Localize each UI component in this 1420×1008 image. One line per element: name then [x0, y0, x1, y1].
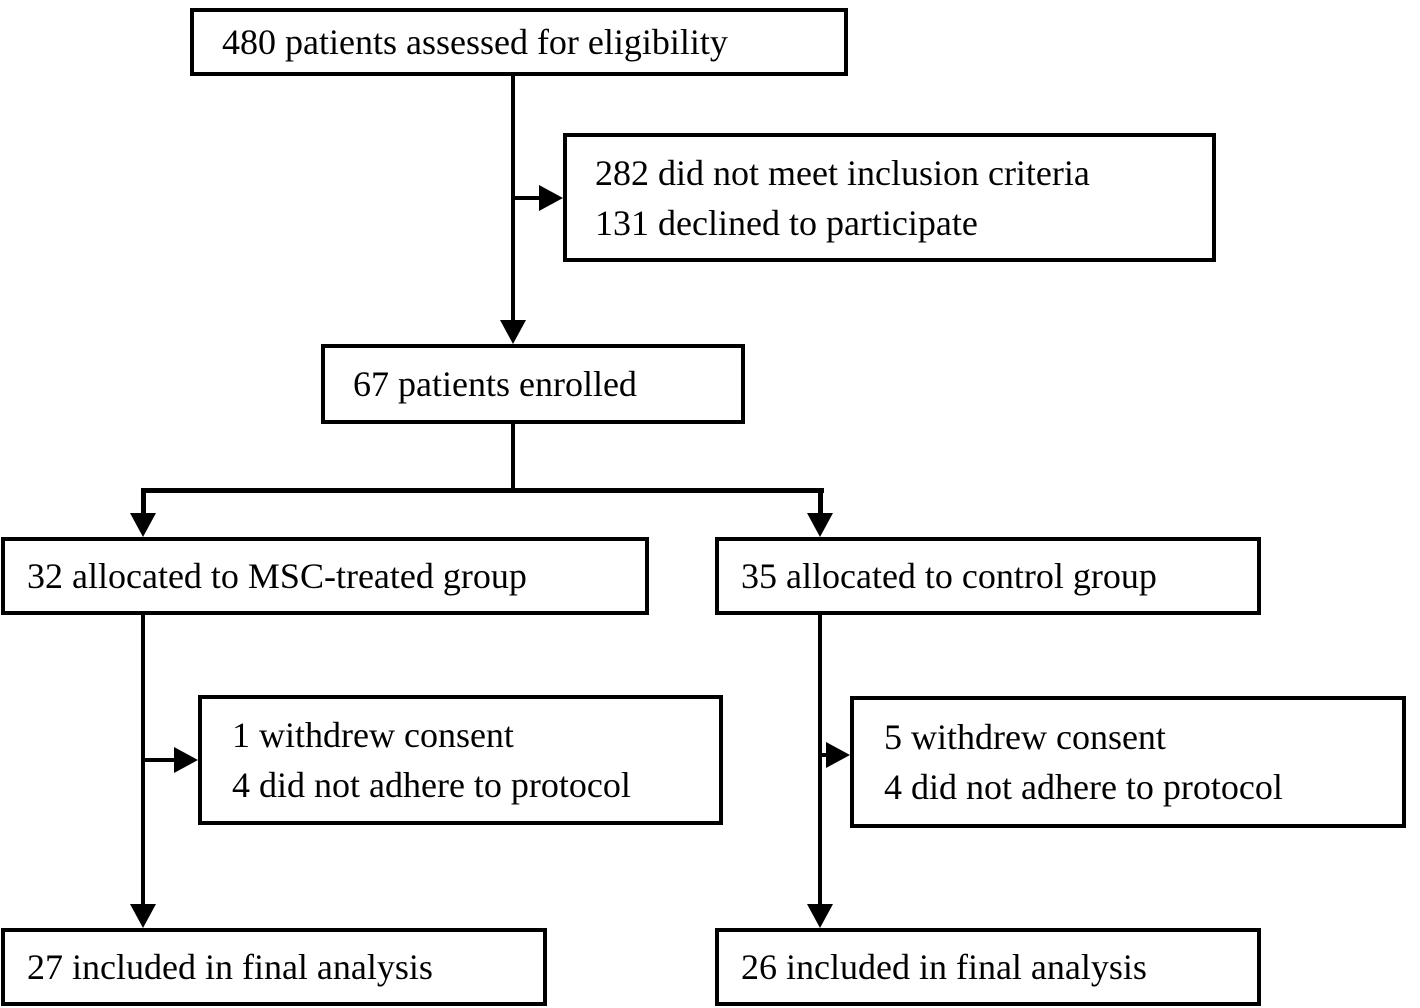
box-allocated-msc-label: 32 allocated to MSC-treated group: [27, 556, 527, 596]
box-final-msc-label: 27 included in final analysis: [27, 947, 433, 987]
box-allocated-control-label: 35 allocated to control group: [741, 556, 1157, 596]
line-enrolled-down: [511, 424, 515, 490]
arrowhead-into-final-control-icon: [807, 904, 833, 928]
arrowhead-into-enrolled-icon: [500, 320, 526, 344]
line-split-horizontal: [141, 488, 824, 493]
box-dropout-msc-line1: 1 withdrew consent: [232, 715, 514, 755]
box-excluded-line1: 282 did not meet inclusion criteria: [595, 152, 1090, 193]
line-split-left-arm: [141, 488, 146, 516]
arrowhead-into-final-msc-icon: [130, 904, 156, 928]
line-assessed-to-enrolled: [511, 76, 515, 324]
box-dropout-control-line1: 5 withdrew consent: [884, 717, 1166, 757]
line-branch-to-dropout-msc: [143, 758, 176, 762]
box-excluded-line2: 131 declined to participate: [595, 202, 978, 243]
box-final-analysis-control: 26 included in final analysis: [715, 928, 1261, 1006]
box-assessed-label: 480 patients assessed for eligibility: [222, 22, 728, 62]
line-branch-to-excluded: [511, 196, 543, 200]
box-final-control-label: 26 included in final analysis: [741, 947, 1147, 987]
box-enrolled-label: 67 patients enrolled: [353, 364, 637, 404]
box-dropout-control-line2: 4 did not adhere to protocol: [884, 767, 1283, 807]
arrowhead-into-dropout-msc-icon: [174, 747, 198, 773]
box-allocated-control-group: 35 allocated to control group: [715, 537, 1261, 615]
arrowhead-into-dropout-control-icon: [826, 742, 850, 768]
line-control-down: [818, 615, 822, 907]
box-dropout-msc: 1 withdrew consent 4 did not adhere to p…: [198, 695, 723, 825]
box-enrolled: 67 patients enrolled: [321, 344, 745, 424]
line-branch-to-dropout-control: [820, 753, 828, 757]
arrowhead-into-excluded-icon: [539, 185, 563, 211]
box-dropout-msc-line2: 4 did not adhere to protocol: [232, 765, 631, 805]
box-allocated-msc-group: 32 allocated to MSC-treated group: [1, 537, 649, 615]
box-excluded: 282 did not meet inclusion criteria 131 …: [563, 133, 1216, 262]
box-assessed-for-eligibility: 480 patients assessed for eligibility: [190, 8, 848, 76]
box-final-analysis-msc: 27 included in final analysis: [1, 928, 547, 1006]
line-split-right-arm: [818, 488, 823, 516]
arrowhead-into-alloc-control-icon: [807, 513, 833, 537]
box-dropout-control: 5 withdrew consent 4 did not adhere to p…: [850, 696, 1406, 828]
arrowhead-into-alloc-msc-icon: [130, 513, 156, 537]
